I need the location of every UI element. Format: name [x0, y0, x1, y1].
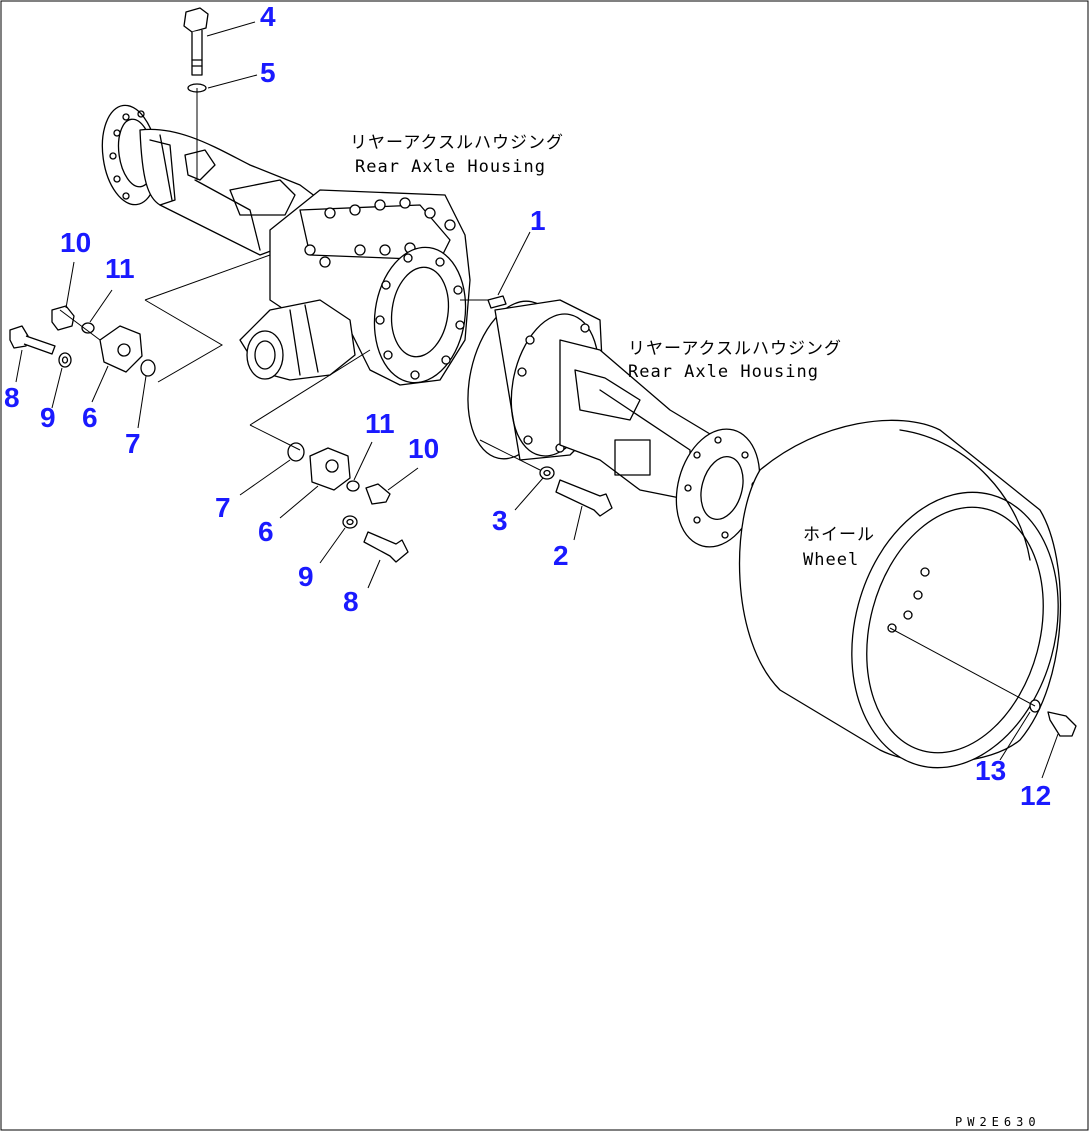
- callout-1: 1: [530, 205, 546, 236]
- callout-9-left: 9: [40, 402, 56, 433]
- callout-3: 3: [492, 505, 508, 536]
- component-captions: リヤーアクスルハウジング Rear Axle Housing リヤーアクスルハウ…: [350, 133, 875, 570]
- callout-8-left: 8: [4, 382, 20, 413]
- callout-6-middle: 6: [258, 516, 274, 547]
- callout-10-middle: 10: [408, 433, 439, 464]
- callout-10-left: 10: [60, 227, 91, 258]
- rear-axle-housing-right-illustration: [467, 299, 761, 548]
- leader-lines: [15, 21, 1059, 779]
- callout-13: 13: [975, 755, 1006, 786]
- callout-11-middle: 11: [365, 408, 395, 439]
- wheel-en-caption: Wheel: [803, 550, 859, 570]
- callout-5: 5: [260, 57, 276, 88]
- small-parts: [9, 7, 1077, 737]
- callout-numbers: 4 5 1 10 11 8 9 6 7 11 10 7 6 9 8 3 2 13…: [4, 1, 1051, 811]
- callout-7-middle: 7: [215, 492, 231, 523]
- rear-axle-housing-left-illustration: [101, 104, 471, 386]
- callout-8-middle: 8: [343, 586, 359, 617]
- housing-left-en-caption: Rear Axle Housing: [355, 157, 546, 177]
- assembly-guide-lines: [59, 88, 1036, 707]
- callout-6-left: 6: [82, 402, 98, 433]
- housing-right-en-caption: Rear Axle Housing: [628, 362, 819, 382]
- wheel-illustration: [738, 419, 1062, 769]
- wheel-jp-caption: ホイール: [803, 525, 875, 545]
- callout-11-left: 11: [105, 253, 135, 284]
- callout-9-middle: 9: [298, 561, 314, 592]
- drawing-code: PW2E630: [955, 1115, 1041, 1129]
- callout-12: 12: [1020, 780, 1051, 811]
- housing-right-jp-caption: リヤーアクスルハウジング: [628, 339, 842, 359]
- callout-4: 4: [260, 1, 276, 32]
- callout-2: 2: [553, 540, 569, 571]
- housing-left-jp-caption: リヤーアクスルハウジング: [350, 133, 564, 153]
- callout-7-left: 7: [125, 428, 141, 459]
